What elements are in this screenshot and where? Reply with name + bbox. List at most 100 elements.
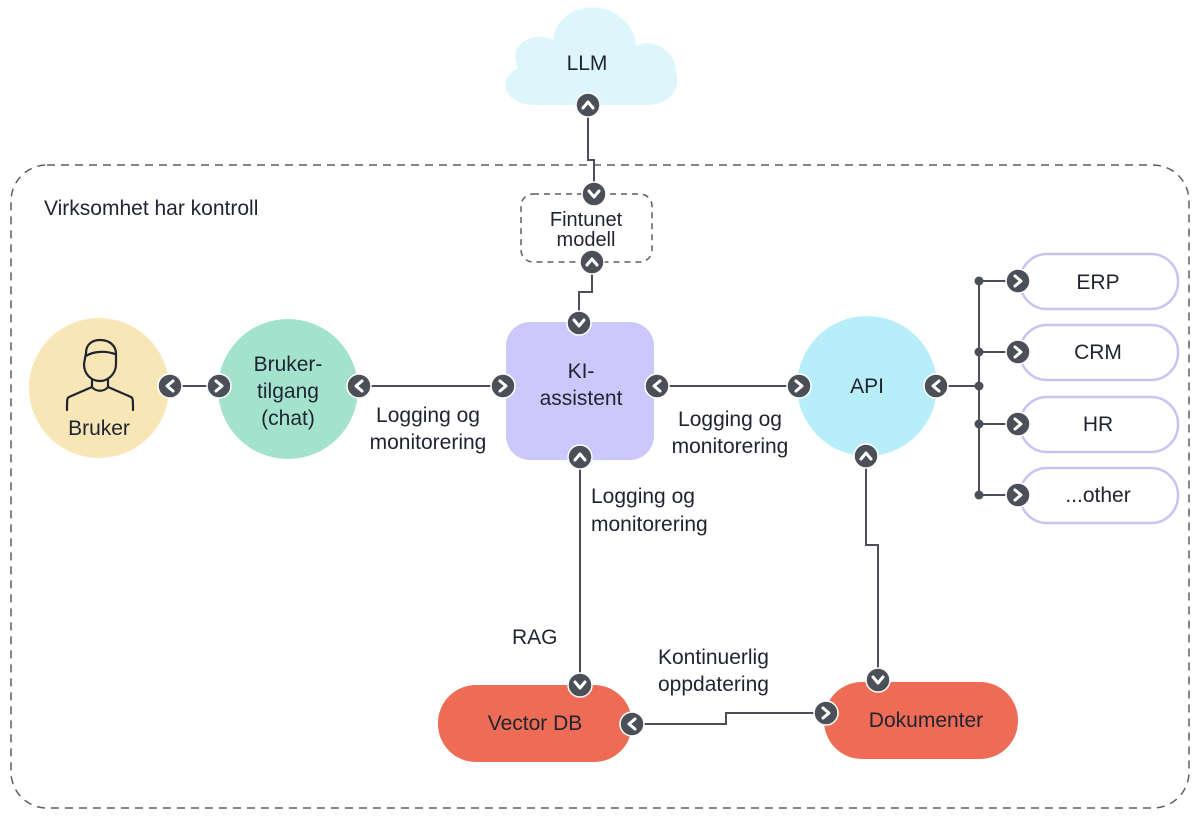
chevron-up-icon xyxy=(581,100,595,110)
edge-label-line1: Logging og xyxy=(591,485,695,508)
edge-label-line2: oppdatering xyxy=(658,673,769,696)
connector-ports xyxy=(157,92,1031,737)
connector-port-docs-left-right xyxy=(813,700,839,726)
chat-label-line2: tilgang xyxy=(257,380,319,403)
boundary-label: Virksomhet har kontroll xyxy=(44,197,258,220)
chevron-right-icon xyxy=(498,379,508,393)
edge-label-assistant-vector: Logging og monitorering xyxy=(591,485,708,536)
vector-db-node[interactable]: Vector DB xyxy=(438,685,632,762)
chevron-left-icon xyxy=(354,379,364,393)
connector-port-chat-right-left xyxy=(346,373,372,399)
connector-port-api-bottom-up xyxy=(853,443,879,469)
edge-label-line2: monitorering xyxy=(591,513,708,536)
connector-port-erp-left-right xyxy=(1005,268,1031,294)
chevron-down-icon xyxy=(572,318,586,328)
finetuned-label-line1: Fintunet xyxy=(550,209,623,231)
edge-label-line1: Logging og xyxy=(376,404,480,427)
system-crm[interactable]: CRM xyxy=(1018,323,1180,382)
cloud-shape xyxy=(505,7,678,105)
chevron-right-icon xyxy=(1013,417,1023,431)
edge-label-assistant-api: Logging og monitorering xyxy=(672,408,789,458)
system-hr-label: HR xyxy=(1083,413,1113,436)
user-node[interactable]: Bruker xyxy=(29,318,169,458)
connector-port-llm-up xyxy=(575,92,601,118)
chevron-down-icon xyxy=(587,189,601,199)
documents-node[interactable]: Dokumenter xyxy=(824,682,1018,759)
documents-box xyxy=(824,682,1018,759)
connector-port-other-left-right xyxy=(1005,482,1031,508)
chat-circle xyxy=(218,319,358,459)
assistant-label-line1: KI- xyxy=(568,360,595,383)
finetuned-model[interactable]: Fintunet modell xyxy=(520,193,653,263)
edge-label-chat-assistant: Logging og monitorering xyxy=(370,404,487,454)
chat-access-node[interactable]: Bruker- tilgang (chat) xyxy=(218,319,358,459)
chevron-down-icon xyxy=(871,675,885,685)
documents-label: Dokumenter xyxy=(869,709,983,732)
connector-port-assistant-top-down xyxy=(566,310,592,336)
chevron-right-icon xyxy=(1013,274,1023,288)
chevron-left-icon xyxy=(652,379,662,393)
system-erp[interactable]: ERP xyxy=(1018,252,1180,311)
chevron-right-icon xyxy=(1013,345,1023,359)
vector-db-label: Vector DB xyxy=(488,712,583,735)
line-llm-finetuned xyxy=(587,106,595,193)
chevron-up-icon xyxy=(585,257,599,267)
chevron-right-icon xyxy=(214,379,224,393)
system-other[interactable]: ...other xyxy=(1018,466,1180,525)
connector-port-chat-left-right xyxy=(206,373,232,399)
chevron-right-icon xyxy=(1013,488,1023,502)
connector-port-assistant-left-right xyxy=(490,373,516,399)
chevron-down-icon xyxy=(573,680,587,690)
chevron-right-icon xyxy=(794,379,804,393)
user-label: Bruker xyxy=(68,417,130,440)
ai-assistant-node[interactable]: KI- assistent xyxy=(506,322,654,460)
finetuned-box xyxy=(520,193,653,263)
edge-label-rag: RAG xyxy=(512,626,558,649)
connection-lines xyxy=(170,106,1018,725)
llm-cloud[interactable]: LLM xyxy=(505,7,678,105)
connector-port-hr-left-right xyxy=(1005,411,1031,437)
connector-port-crm-left-right xyxy=(1005,339,1031,365)
line-vector-docs xyxy=(632,712,826,725)
chevron-left-icon xyxy=(165,379,175,393)
system-erp-label: ERP xyxy=(1076,271,1119,294)
chevron-up-icon xyxy=(859,451,873,461)
connector-port-vector-top-down xyxy=(567,672,593,698)
connector-port-api-right-left xyxy=(923,373,949,399)
chat-label-line3: (chat) xyxy=(261,407,315,430)
user-circle xyxy=(29,318,169,458)
connector-port-docs-top-down xyxy=(865,667,891,693)
connector-port-assistant-right-left xyxy=(644,373,670,399)
chat-label-line1: Bruker- xyxy=(254,353,323,376)
api-circle xyxy=(797,316,937,456)
edge-label-line2: monitorering xyxy=(672,435,789,458)
api-label: API xyxy=(850,375,884,398)
system-other-label: ...other xyxy=(1065,484,1130,507)
vector-db-box xyxy=(438,685,632,762)
line-finetuned-assistant xyxy=(578,262,593,323)
connector-port-user-right-left xyxy=(157,373,183,399)
chevron-up-icon xyxy=(573,452,587,462)
connector-port-vector-right-left xyxy=(619,711,645,737)
chevron-right-icon xyxy=(821,706,831,720)
api-node[interactable]: API xyxy=(797,316,937,456)
edge-label-line1: Logging og xyxy=(678,408,782,431)
assistant-box xyxy=(506,322,654,460)
finetuned-label-line2: modell xyxy=(557,229,616,251)
assistant-label-line2: assistent xyxy=(540,387,623,410)
chevron-left-icon xyxy=(931,379,941,393)
chevron-left-icon xyxy=(627,717,637,731)
person-icon xyxy=(65,338,135,412)
edge-label-update: Kontinuerlig oppdatering xyxy=(658,646,769,696)
bus-junction-dots xyxy=(974,276,984,500)
system-hr[interactable]: HR xyxy=(1018,395,1180,454)
llm-label: LLM xyxy=(567,52,608,75)
company-boundary xyxy=(10,164,1190,809)
connector-port-assistant-bottom-up xyxy=(567,444,593,470)
line-api-docs xyxy=(865,456,879,680)
connector-port-finetuned-bottom-up xyxy=(579,249,605,275)
edge-label-line2: monitorering xyxy=(370,431,487,454)
connector-port-finetuned-top-down xyxy=(581,181,607,207)
edge-label-line1: Kontinuerlig xyxy=(658,646,769,669)
connector-port-api-left-right xyxy=(786,373,812,399)
